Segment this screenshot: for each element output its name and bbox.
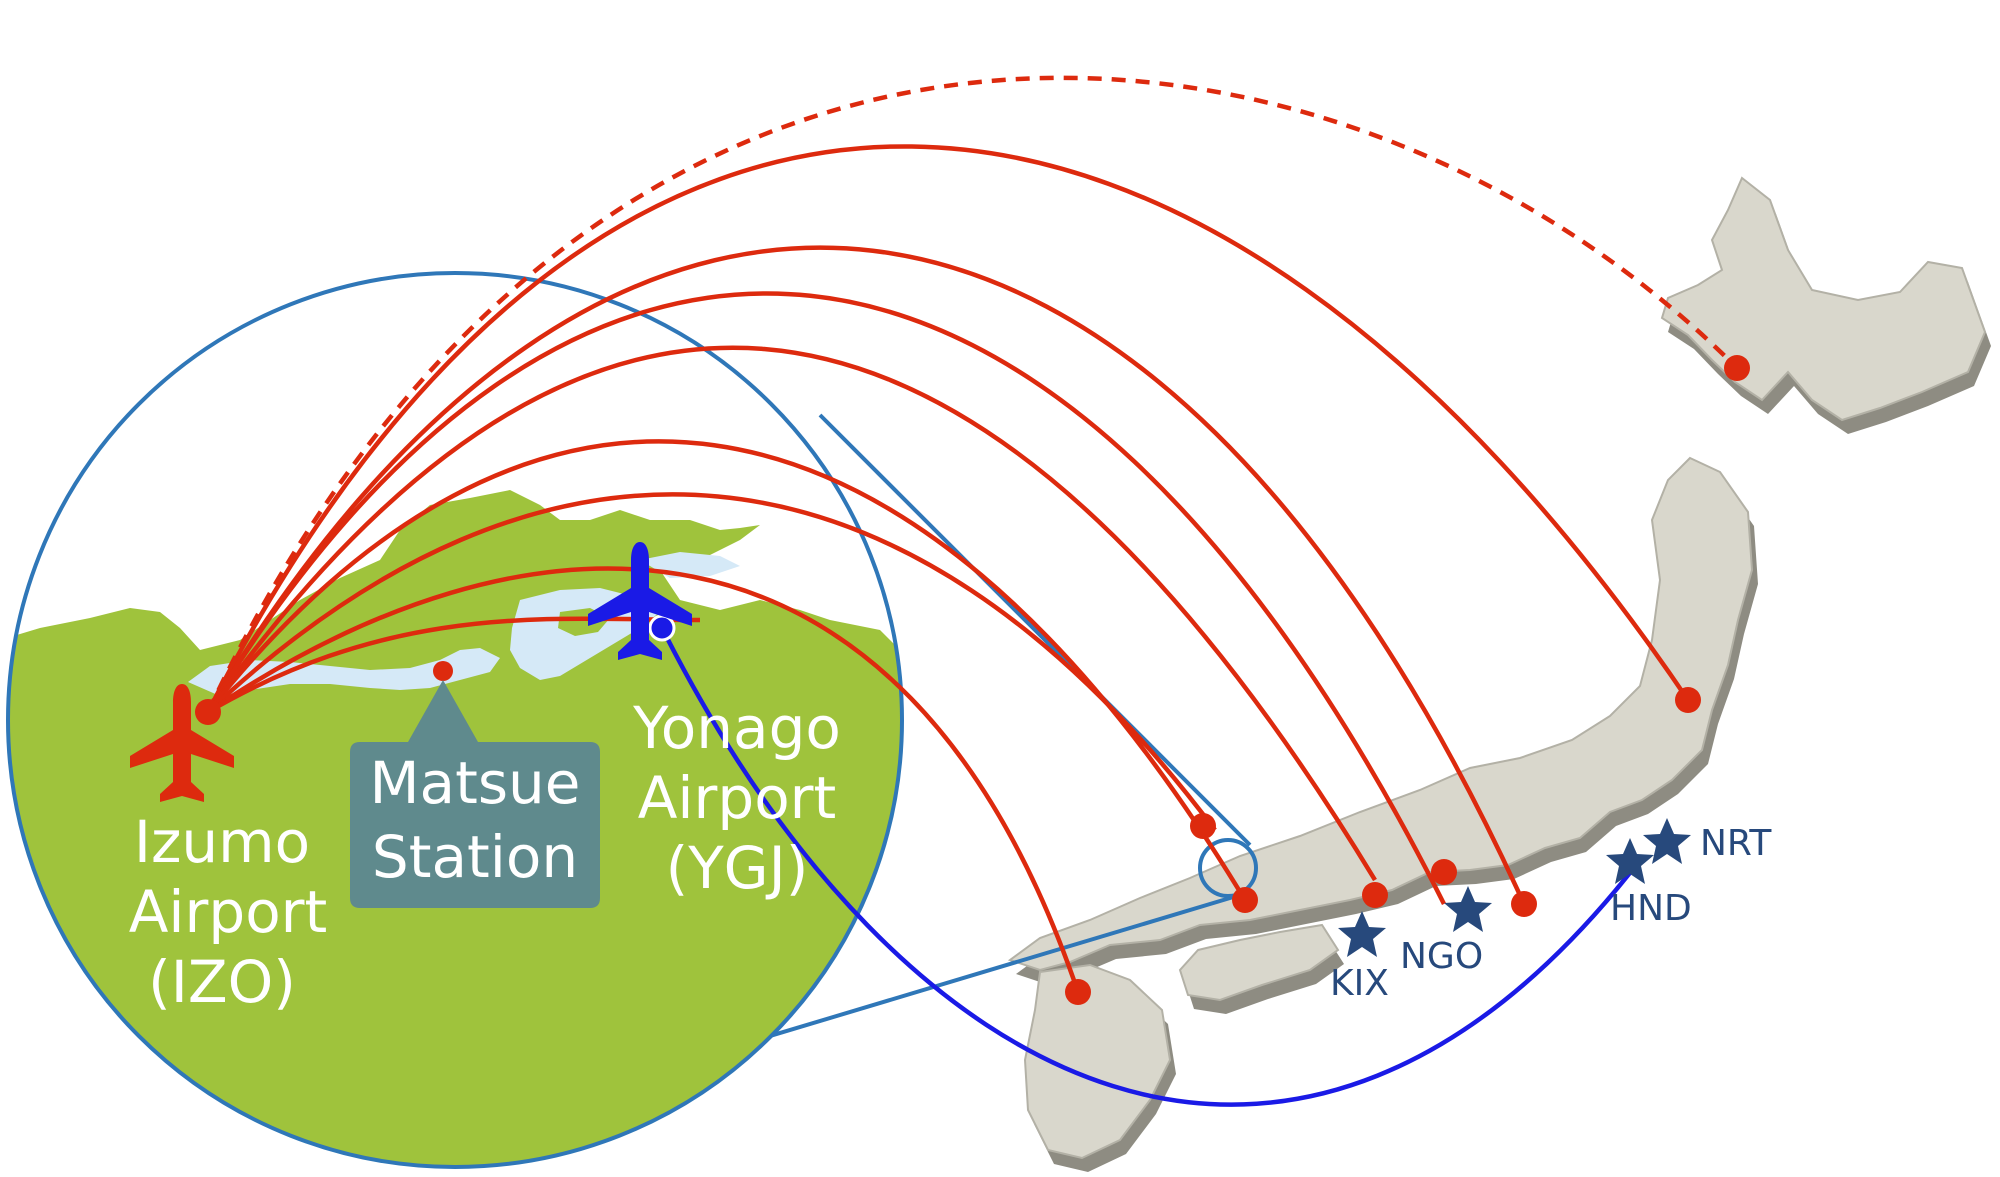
destination-dots bbox=[195, 355, 1750, 1005]
station-name-line1: Matsue bbox=[370, 749, 581, 817]
nrt-code: NRT bbox=[1700, 823, 1772, 864]
yonago-code: (YGJ) bbox=[666, 834, 809, 902]
izumo-name: Izumo bbox=[134, 808, 310, 876]
route-kix bbox=[206, 439, 1247, 902]
izumo-code: (IZO) bbox=[148, 948, 296, 1016]
yonago-dot bbox=[648, 614, 676, 642]
dest-dot-kobe bbox=[1362, 882, 1388, 908]
route-okayama bbox=[206, 492, 1217, 832]
route-yonago-hnd bbox=[659, 626, 1642, 1107]
station-name-line2: Station bbox=[372, 823, 578, 891]
izumo-line2: Airport bbox=[129, 878, 328, 946]
yonago-label: Yonago Airport (YGJ) bbox=[632, 694, 841, 902]
kix-code: KIX bbox=[1330, 963, 1389, 1004]
ngo-code: NGO bbox=[1400, 936, 1483, 977]
dest-dot-fukuoka bbox=[1065, 979, 1091, 1005]
yonago-airplane-icon bbox=[588, 542, 692, 660]
ngo-star-icon bbox=[1444, 886, 1492, 932]
route-ngo bbox=[206, 291, 1447, 906]
route-dashed-hokkaido bbox=[205, 75, 1739, 713]
dest-dot-tohoku bbox=[1675, 687, 1701, 713]
hnd-star-icon bbox=[1606, 838, 1654, 884]
yonago-name: Yonago bbox=[632, 694, 841, 762]
dest-dot-nagoya bbox=[1431, 859, 1457, 885]
route-kyushu bbox=[206, 566, 1081, 993]
japan-map bbox=[1007, 176, 1991, 1172]
yonago-line2: Airport bbox=[638, 764, 837, 832]
hnd-code: HND bbox=[1610, 888, 1692, 929]
route-osaka bbox=[206, 345, 1377, 882]
route-hnd bbox=[206, 245, 1527, 905]
izumo-dot bbox=[195, 699, 221, 725]
dest-dot-hokkaido bbox=[1724, 355, 1750, 381]
hub-airports: NRT HND NGO KIX bbox=[1330, 818, 1772, 1004]
nrt-star-icon bbox=[1643, 818, 1691, 864]
izumo-label: Izumo Airport (IZO) bbox=[129, 808, 328, 1016]
route-tohoku bbox=[205, 144, 1690, 714]
izumo-airplane-icon bbox=[130, 684, 234, 802]
matsue-station-dot bbox=[433, 661, 453, 681]
dest-dot-shizuoka bbox=[1511, 891, 1537, 917]
kix-star-icon bbox=[1338, 911, 1386, 957]
dest-dot-oki bbox=[1190, 813, 1216, 839]
matsue-station-callout: Matsue Station bbox=[350, 680, 600, 908]
dest-dot-kix bbox=[1232, 887, 1258, 913]
